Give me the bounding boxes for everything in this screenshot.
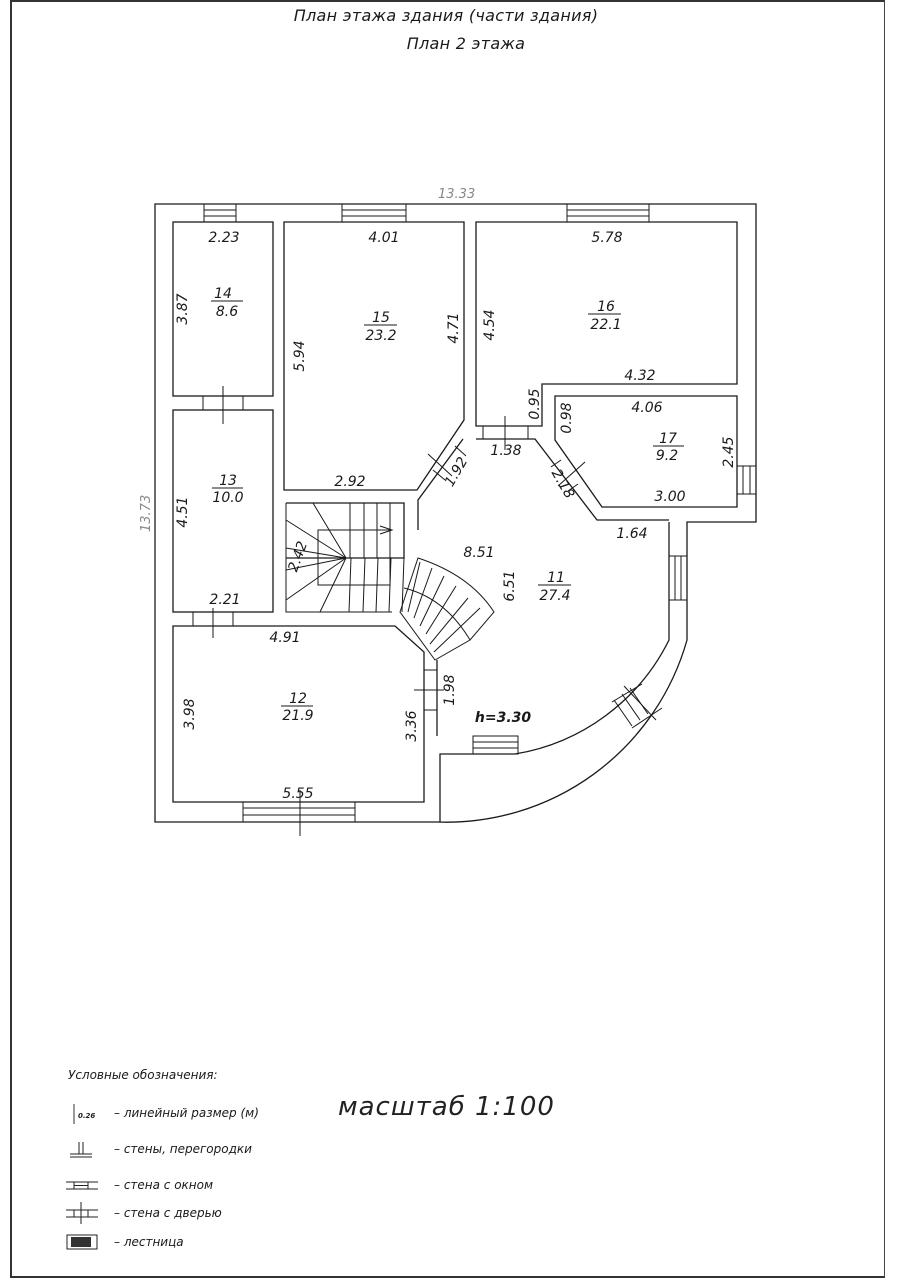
room-area: 22.1	[590, 317, 621, 333]
room-label-13: 13 10.0	[212, 473, 244, 506]
dim-r14-top: 2.23	[208, 230, 239, 246]
dim-r12-right: 3.36	[404, 710, 420, 741]
room-number: 17	[659, 431, 677, 447]
dim-r16-step: 0.95	[527, 388, 543, 419]
room-label-14: 14 8.6	[211, 286, 243, 320]
room-area: 10.0	[212, 490, 243, 506]
dim-r12-top: 4.91	[269, 630, 300, 646]
legend-item-window: – стена с окном	[64, 1174, 213, 1196]
room-15-outline	[283, 221, 465, 491]
legend-label: – лестница	[114, 1235, 184, 1249]
dim-r15-bottom: 2.92	[334, 474, 365, 490]
door	[427, 445, 467, 481]
dim-r14-side: 3.87	[175, 293, 191, 324]
room-number: 13	[219, 473, 237, 489]
legend-item-dimension: 0.26 – линейный размер (м)	[64, 1102, 259, 1124]
legend-item-stair: – лестница	[64, 1231, 184, 1253]
window	[242, 801, 356, 823]
room-label-15: 15 23.2	[364, 310, 397, 344]
overall-height: 13.73	[139, 495, 154, 532]
dim-r12-bottom: 5.55	[282, 786, 313, 802]
door-wall-icon	[66, 1202, 98, 1224]
room-area: 9.2	[656, 448, 678, 464]
overall-width: 13.33	[438, 187, 475, 202]
dim-hall-right: 1.64	[616, 526, 647, 542]
legend-label: – стена с окном	[114, 1178, 214, 1192]
outer-walls	[154, 203, 757, 823]
room-number: 11	[547, 570, 565, 586]
door	[623, 685, 657, 721]
ceiling-height: h=3.30	[475, 710, 531, 726]
drawing-title: План этажа здания (части здания)	[293, 6, 599, 25]
window-wall-icon	[66, 1181, 98, 1190]
dim-r17-top: 4.06	[631, 400, 662, 416]
legend-label: – стены, перегородки	[114, 1142, 252, 1156]
room-12-outline	[172, 625, 425, 803]
dim-r15-top: 4.01	[368, 230, 399, 246]
room-number: 14	[214, 286, 232, 302]
dim-r16-bottom: 4.32	[624, 368, 655, 384]
dim-r16-left: 4.54	[482, 309, 498, 340]
drawing-frame	[10, 0, 885, 1278]
room-label-17: 17 9.2	[653, 431, 684, 464]
room-16-outline	[475, 221, 738, 427]
dim-r15-right: 4.71	[446, 312, 462, 343]
room-area: 23.2	[365, 328, 396, 344]
window	[341, 203, 407, 223]
door	[202, 386, 244, 424]
legend-label: – стена с дверью	[114, 1206, 222, 1220]
dim-stair: 2.42	[285, 539, 311, 574]
room-area: 21.9	[282, 708, 313, 724]
scale-label: масштаб 1:100	[338, 1092, 555, 1122]
doors	[192, 386, 657, 836]
stair-icon	[66, 1234, 98, 1250]
window	[736, 465, 757, 495]
dim-r13-side: 4.51	[175, 496, 191, 527]
door	[482, 416, 529, 450]
room-number: 15	[372, 310, 390, 326]
window	[668, 555, 688, 601]
door	[414, 669, 444, 711]
dimension-icon: 0.26	[73, 1104, 95, 1124]
door	[550, 459, 586, 492]
dimension-labels: 2.23 4.01 5.78 4.32 4.06 3.00 1.38 1.64 …	[175, 230, 737, 802]
staircase	[285, 502, 495, 661]
dim-r13-bottom: 2.21	[209, 592, 240, 608]
dim-hall-depth: 6.51	[502, 570, 518, 601]
room-area: 8.6	[216, 304, 238, 320]
window	[566, 203, 650, 223]
legend-label: – линейный размер (м)	[114, 1106, 259, 1120]
legend-dim-sample: 0.26	[78, 1112, 95, 1120]
dim-r15-diag: 1.92	[442, 454, 471, 489]
window	[472, 735, 519, 755]
room-label-16: 16 22.1	[588, 299, 622, 333]
room-label-11: 11 27.4	[538, 570, 571, 604]
legend-title: Условные обозначения:	[68, 1068, 218, 1082]
dim-r17-diag: 2.18	[548, 467, 577, 502]
wall-icon	[70, 1142, 92, 1158]
dim-r17-right: 2.45	[721, 436, 737, 467]
dim-hall-perimeter: 8.51	[463, 545, 494, 561]
dim-r12-left: 3.98	[182, 698, 198, 729]
hall-11-west-wall	[417, 438, 464, 530]
window	[611, 683, 663, 729]
room-number: 12	[289, 691, 307, 707]
room-number: 16	[597, 299, 615, 315]
windows	[203, 203, 757, 823]
room-17-outline	[554, 395, 738, 508]
legend-item-door: – стена с дверью	[64, 1202, 222, 1224]
dim-r17-bottom: 3.00	[654, 489, 685, 505]
dim-hall-top: 1.38	[490, 443, 521, 459]
door	[192, 608, 234, 638]
dim-hall-door: 1.98	[442, 674, 458, 705]
room-area: 27.4	[539, 588, 570, 604]
floor-subtitle: План 2 этажа	[406, 34, 526, 53]
window	[203, 203, 237, 223]
room-label-12: 12 21.9	[281, 691, 314, 724]
dim-r16-top: 5.78	[591, 230, 622, 246]
dim-r17-left: 0.98	[559, 402, 575, 433]
dim-r15-left: 5.94	[292, 340, 308, 371]
legend-item-wall: – стены, перегородки	[64, 1138, 252, 1160]
